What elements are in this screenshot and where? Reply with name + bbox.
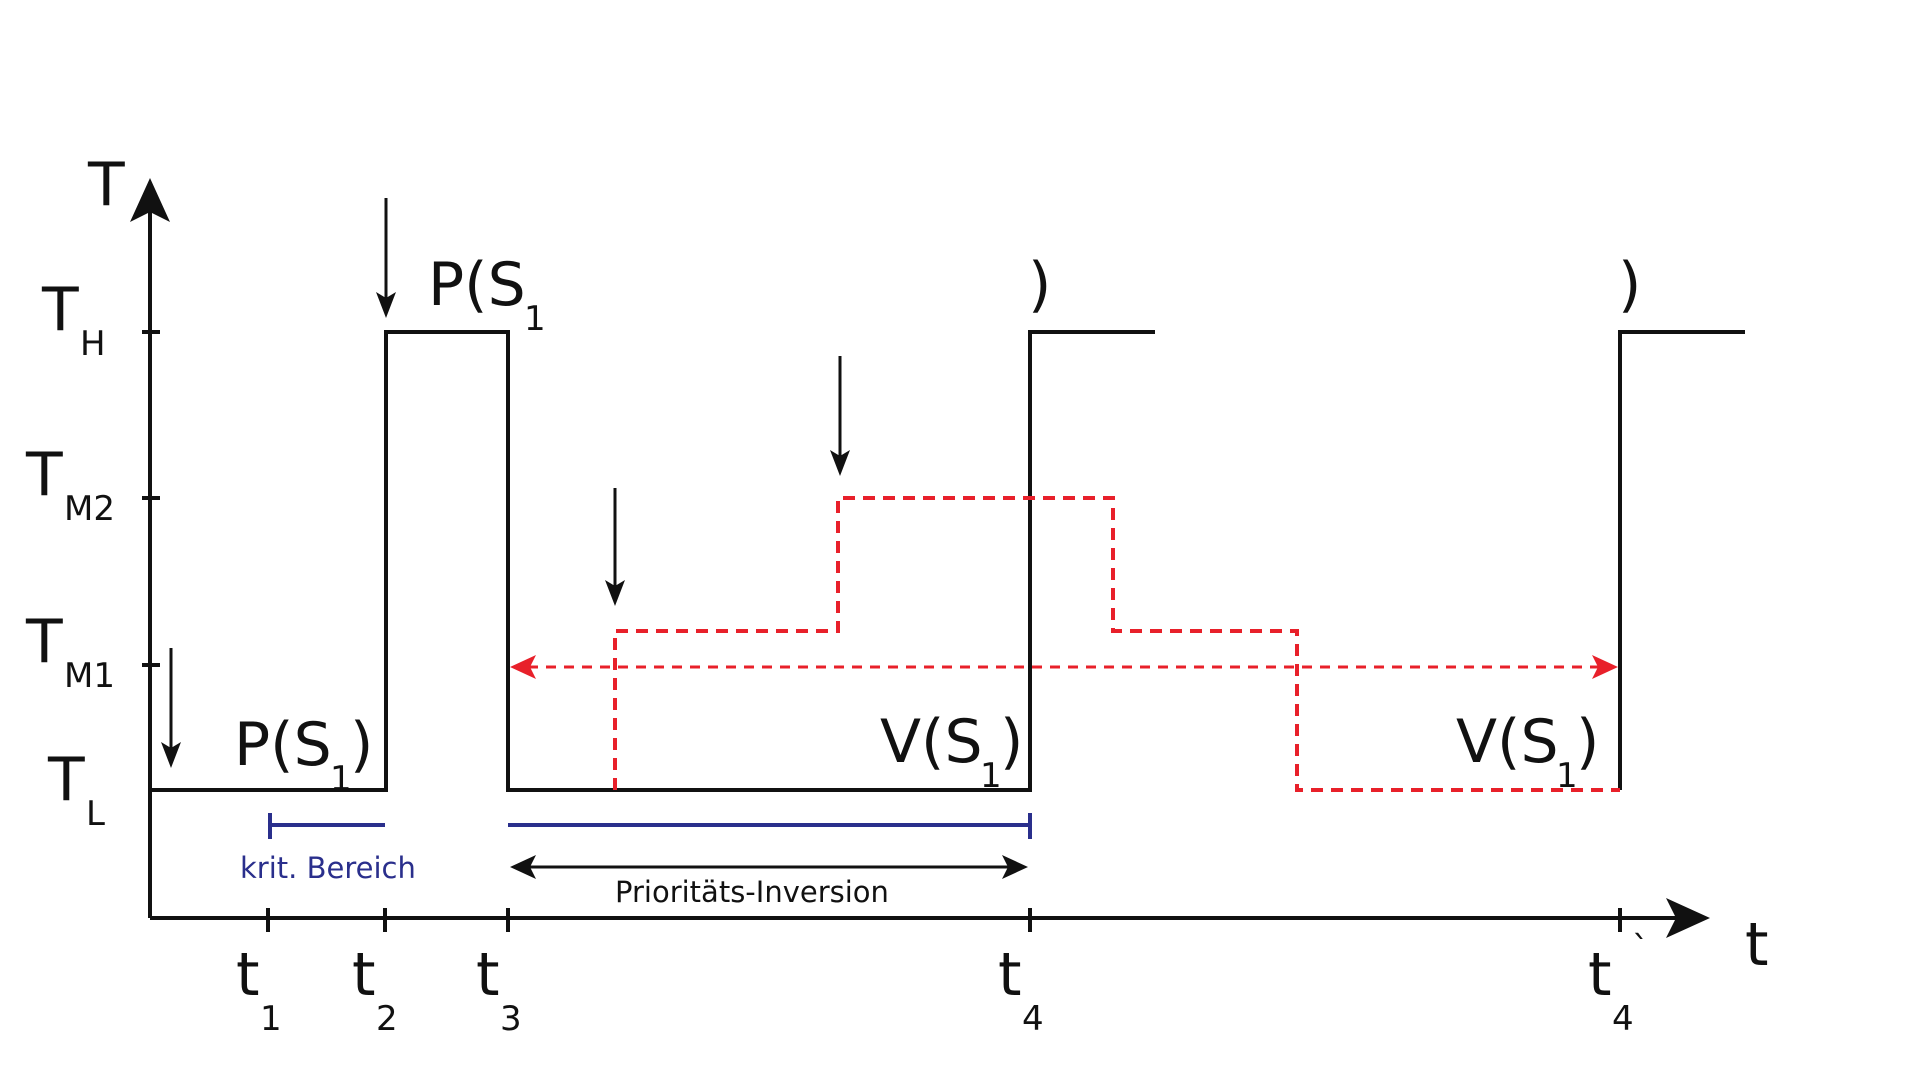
svg-text:1: 1 [524, 299, 546, 339]
svg-text:L: L [86, 794, 105, 834]
svg-text:1: 1 [330, 759, 352, 799]
svg-text:2: 2 [376, 999, 398, 1039]
svg-text:H: H [80, 324, 106, 364]
svg-text:3: 3 [500, 999, 522, 1039]
svg-text:t: t [998, 940, 1022, 1010]
time-label-t4-prime: t 4 ` [1588, 929, 1649, 1039]
y-axis-label: T [87, 150, 125, 220]
red-arrowhead-right [1592, 655, 1618, 679]
critical-section-label: krit. Bereich [240, 851, 416, 885]
svg-text:4: 4 [1022, 999, 1044, 1039]
down-arrow-th-head [376, 292, 396, 318]
svg-text:t: t [1588, 940, 1612, 1010]
label-p-s1-high: P(S 1 ) ) [428, 250, 1641, 339]
svg-text:V(S: V(S [1456, 707, 1559, 777]
svg-text:4: 4 [1612, 999, 1634, 1039]
svg-text:M2: M2 [64, 489, 115, 529]
svg-text:T: T [25, 440, 63, 510]
y-axis-arrowhead [130, 178, 170, 222]
inversion-arrowhead-right [1002, 855, 1028, 879]
svg-text:P(S: P(S [234, 710, 332, 780]
priority-inversion-label: Prioritäts-Inversion [615, 875, 889, 909]
svg-text:t: t [352, 940, 376, 1010]
svg-text:t: t [236, 940, 260, 1010]
label-p-s1-low: P(S 1 ) [234, 710, 373, 799]
level-label-tl: T L [47, 745, 105, 834]
svg-text:P(S: P(S [428, 250, 526, 320]
svg-text:T: T [25, 607, 63, 677]
svg-text:): ) [1576, 707, 1599, 777]
black-priority-trace-end [1618, 330, 1745, 790]
svg-text:t: t [476, 940, 500, 1010]
svg-text:): ) [1618, 250, 1641, 320]
x-axis-arrowhead [1666, 898, 1710, 938]
down-arrow-tm1-head [605, 580, 625, 606]
black-priority-trace [150, 330, 1155, 792]
svg-text:T: T [47, 745, 85, 815]
svg-text:): ) [1028, 250, 1051, 320]
time-label-t4: t 4 [998, 940, 1044, 1039]
label-v-s1-first: V(S 1 ) [880, 707, 1023, 796]
label-v-s1-second: V(S 1 ) [1456, 707, 1599, 796]
time-label-t2: t 2 [352, 940, 398, 1039]
red-arrowhead-left [510, 655, 536, 679]
x-axis-label: t [1745, 910, 1769, 980]
down-arrow-tl-head [161, 742, 181, 768]
svg-text:T: T [41, 275, 79, 345]
svg-text:`: ` [1632, 929, 1649, 969]
level-label-tm2: T M2 [25, 440, 115, 529]
time-label-t3: t 3 [476, 940, 522, 1039]
inversion-arrowhead-left [510, 855, 536, 879]
svg-text:1: 1 [260, 999, 282, 1039]
svg-text:): ) [1000, 707, 1023, 777]
svg-text:1: 1 [980, 756, 1002, 796]
level-label-tm1: T M1 [25, 607, 115, 696]
down-arrow-tm2-head [830, 450, 850, 476]
svg-text:1: 1 [1556, 756, 1578, 796]
time-label-t1: t 1 [236, 940, 282, 1039]
red-medium-tasks-trace [613, 496, 1620, 792]
svg-text:): ) [350, 710, 373, 780]
level-label-th: T H [41, 275, 106, 364]
svg-text:M1: M1 [64, 656, 115, 696]
svg-text:V(S: V(S [880, 707, 983, 777]
